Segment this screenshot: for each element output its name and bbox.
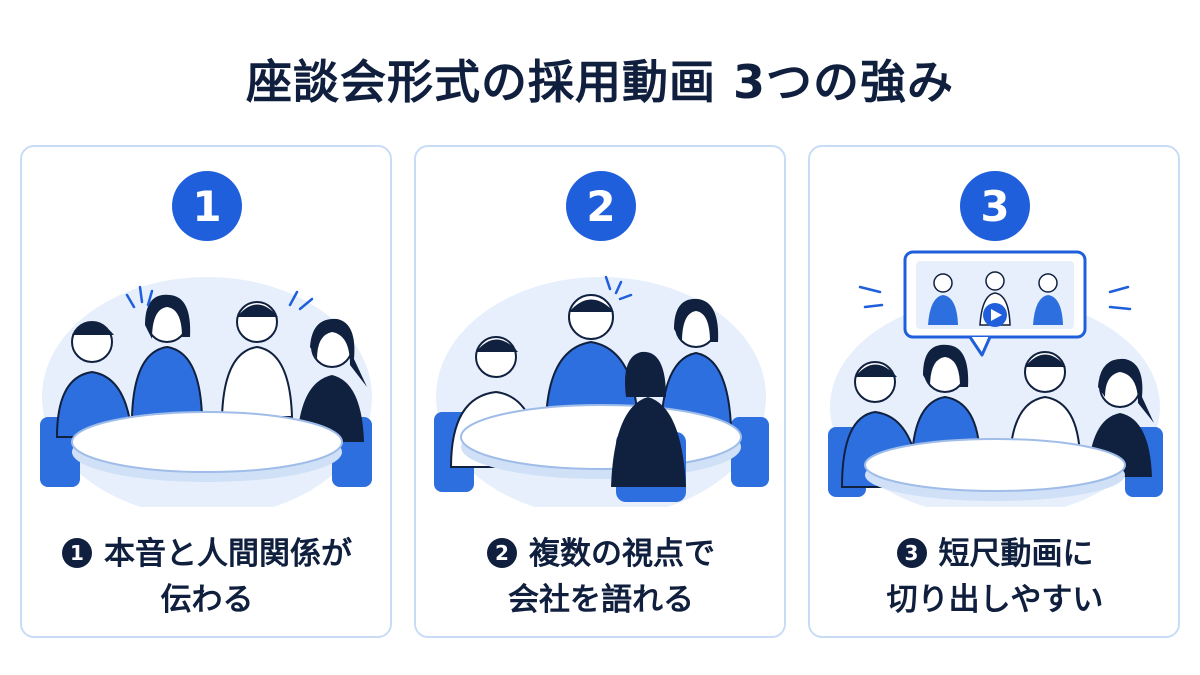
round-table-discussion-illustration (40, 277, 372, 507)
caption-line-2: 会社を語れる (508, 582, 694, 618)
caption-3: 3 短尺動画に 切り出しやすい (820, 531, 1170, 623)
caption-2: 2 複数の視点で 会社を語れる (426, 531, 776, 623)
caption-line-1: 短尺動画に (938, 536, 1094, 572)
multi-perspective-discussion-illustration (434, 275, 769, 507)
strength-card-3: 3 3 短尺動画に (808, 145, 1180, 638)
caption-number-badge-2: 2 (487, 538, 517, 568)
caption-line-2: 切り出しやすい (886, 582, 1104, 618)
caption-1: 1 本音と人間関係が 伝わる (32, 531, 382, 623)
caption-line-1: 複数の視点で (529, 536, 715, 572)
number-badge-3: 3 (960, 171, 1030, 241)
page-title: 座談会形式の採用動画 3つの強み (245, 55, 955, 109)
number-badge-2: 2 (566, 171, 636, 241)
caption-number-badge-1: 1 (62, 538, 92, 568)
strength-card-1: 1 1 本音と人間関係が 伝わる (20, 145, 392, 638)
caption-number-badge-3: 3 (896, 538, 927, 568)
short-video-clip-illustration (828, 250, 1163, 507)
caption-line-2: 伝わる (160, 582, 254, 618)
number-badge-1: 1 (172, 171, 242, 241)
caption-line-1: 本音と人間関係が (104, 536, 352, 572)
strength-card-2: 2 2 複数の視点で 会社を語れる (414, 145, 786, 638)
